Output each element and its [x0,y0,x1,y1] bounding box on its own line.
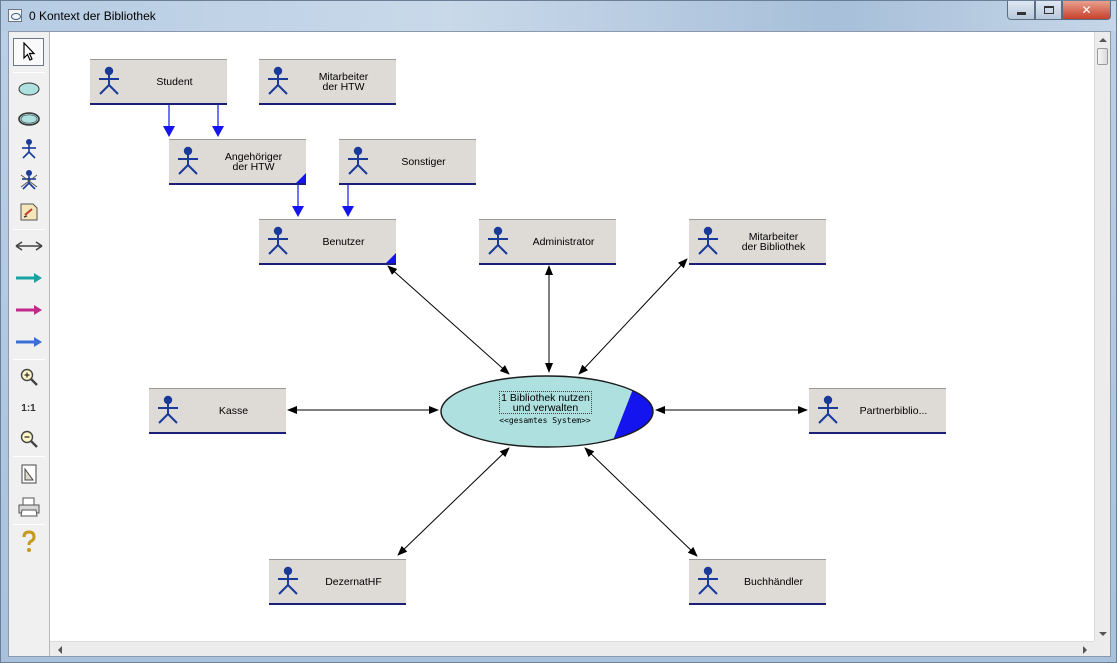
window-title: 0 Kontext der Bibliothek [29,9,156,23]
tool-separator [13,229,45,230]
print-icon[interactable] [13,493,44,521]
tool-separator [13,524,45,525]
actor-figure-icon [698,226,718,255]
association-mitarbeiter-bibliothek[interactable] [578,258,688,375]
maximize-icon [1043,6,1054,14]
actor-icon[interactable] [13,135,44,163]
actor-figure-icon [818,395,838,424]
actor-figure-icon [268,226,288,255]
system-ellipse-icon[interactable] [13,105,44,133]
actor-label: Kasse [218,404,249,417]
actor-sonstiger[interactable]: Sonstiger [339,139,476,185]
abstract-actor-icon[interactable] [13,166,44,194]
tool-separator [13,72,45,73]
generalization-arrowhead [212,126,224,137]
horizontal-scrollbar[interactable] [50,641,1094,656]
tool-separator [13,456,45,457]
scroll-right-button[interactable] [1077,642,1092,657]
chevron-right-icon [1082,645,1087,654]
actor-benutzer[interactable]: Benutzer [259,219,396,265]
use-case-bibliothek[interactable]: 1 Bibliothek nutzen und verwalten <<gesa… [440,375,654,448]
select-pointer-icon[interactable] [13,38,44,66]
actor-figure-icon [178,146,198,175]
close-icon: ✕ [1081,3,1092,17]
help-icon[interactable] [13,528,44,556]
actor-student[interactable]: Student [90,59,227,105]
generalization-arrow-icon[interactable] [13,328,44,356]
actor-figure-icon [268,66,288,95]
zoom-reset-button[interactable]: 1:1 [13,394,44,422]
association-dezernat[interactable] [397,447,510,556]
scroll-corner [1094,641,1110,656]
actor-label: Partnerbiblio... [859,404,928,417]
selection-corner-marker[interactable] [296,173,306,183]
include-arrow-icon[interactable] [13,264,44,292]
actor-administrator[interactable]: Administrator [479,219,616,265]
chevron-up-icon [1098,37,1107,42]
generalization-arrowhead [342,206,354,217]
page-setup-icon[interactable] [13,460,44,488]
actor-mitarbeiter-bibliothek[interactable]: Mitarbeiter der Bibliothek [689,219,826,265]
use-case-label: 1 Bibliothek nutzen und verwalten [499,391,592,414]
association-buchhaendler[interactable] [584,447,698,557]
note-icon[interactable] [13,198,44,226]
use-case-stereotype: <<gesamtes System>> [499,416,591,425]
connection-layer [163,104,808,557]
actor-label: Mitarbeiter der HTW [318,70,369,93]
actor-angehoeriger-htw[interactable]: Angehöriger der HTW [169,139,306,185]
association-benutzer[interactable] [387,265,510,375]
actor-partnerbibliothek[interactable]: Partnerbiblio... [809,388,946,434]
actor-label: DezernatHF [325,575,382,588]
generalization-arrowhead [163,126,175,137]
scroll-down-button[interactable] [1095,626,1110,641]
actor-label: Angehöriger der HTW [224,150,283,173]
maximize-button[interactable] [1035,1,1062,20]
chevron-left-icon [57,645,62,654]
use-case-ellipse [440,375,654,448]
scroll-left-button[interactable] [52,642,67,657]
actor-label: Buchhändler [744,575,803,588]
actor-figure-icon [488,226,508,255]
close-button[interactable]: ✕ [1062,1,1111,20]
minimize-button[interactable] [1007,1,1035,20]
tool-separator [13,359,45,360]
association-lines [287,258,808,557]
minimize-icon [1016,11,1026,15]
generalization-arrowhead [292,206,304,217]
window-icon [8,9,22,22]
association-icon[interactable] [13,232,44,260]
actor-figure-icon [348,146,368,175]
chevron-down-icon [1098,631,1107,636]
client-area: 1:1 [8,31,1111,657]
actor-figure-icon [278,566,298,595]
vertical-scroll-thumb[interactable] [1097,48,1108,65]
selection-corner-marker[interactable] [386,253,396,263]
actor-kasse[interactable]: Kasse [149,388,286,434]
actor-label: Student [156,75,193,88]
actor-buchhaendler[interactable]: Buchhändler [689,559,826,605]
extend-arrow-icon[interactable] [13,296,44,324]
actor-mitarbeiter-htw[interactable]: Mitarbeiter der HTW [259,59,396,105]
actor-figure-icon [99,66,119,95]
zoom-in-icon[interactable] [13,363,44,391]
vertical-scrollbar[interactable] [1094,32,1110,641]
tool-palette: 1:1 [9,32,50,656]
actor-label: Benutzer [322,235,365,248]
actor-figure-icon [698,566,718,595]
actor-label: Sonstiger [401,155,446,168]
generalization-arrows [163,104,354,217]
actor-figure-icon [158,395,178,424]
actor-label: Administrator [532,235,595,248]
title-bar[interactable]: 0 Kontext der Bibliothek ✕ [1,1,1116,31]
scroll-up-button[interactable] [1095,32,1110,47]
zoom-out-icon[interactable] [13,425,44,453]
actor-dezernat[interactable]: DezernatHF [269,559,406,605]
zoom-reset-label: 1:1 [21,402,36,414]
actor-label: Mitarbeiter der Bibliothek [741,230,806,253]
diagram-canvas[interactable]: Student Mitarbeiter der HTW Angehöriger … [50,32,1094,641]
use-case-ellipse-icon[interactable] [13,75,44,103]
